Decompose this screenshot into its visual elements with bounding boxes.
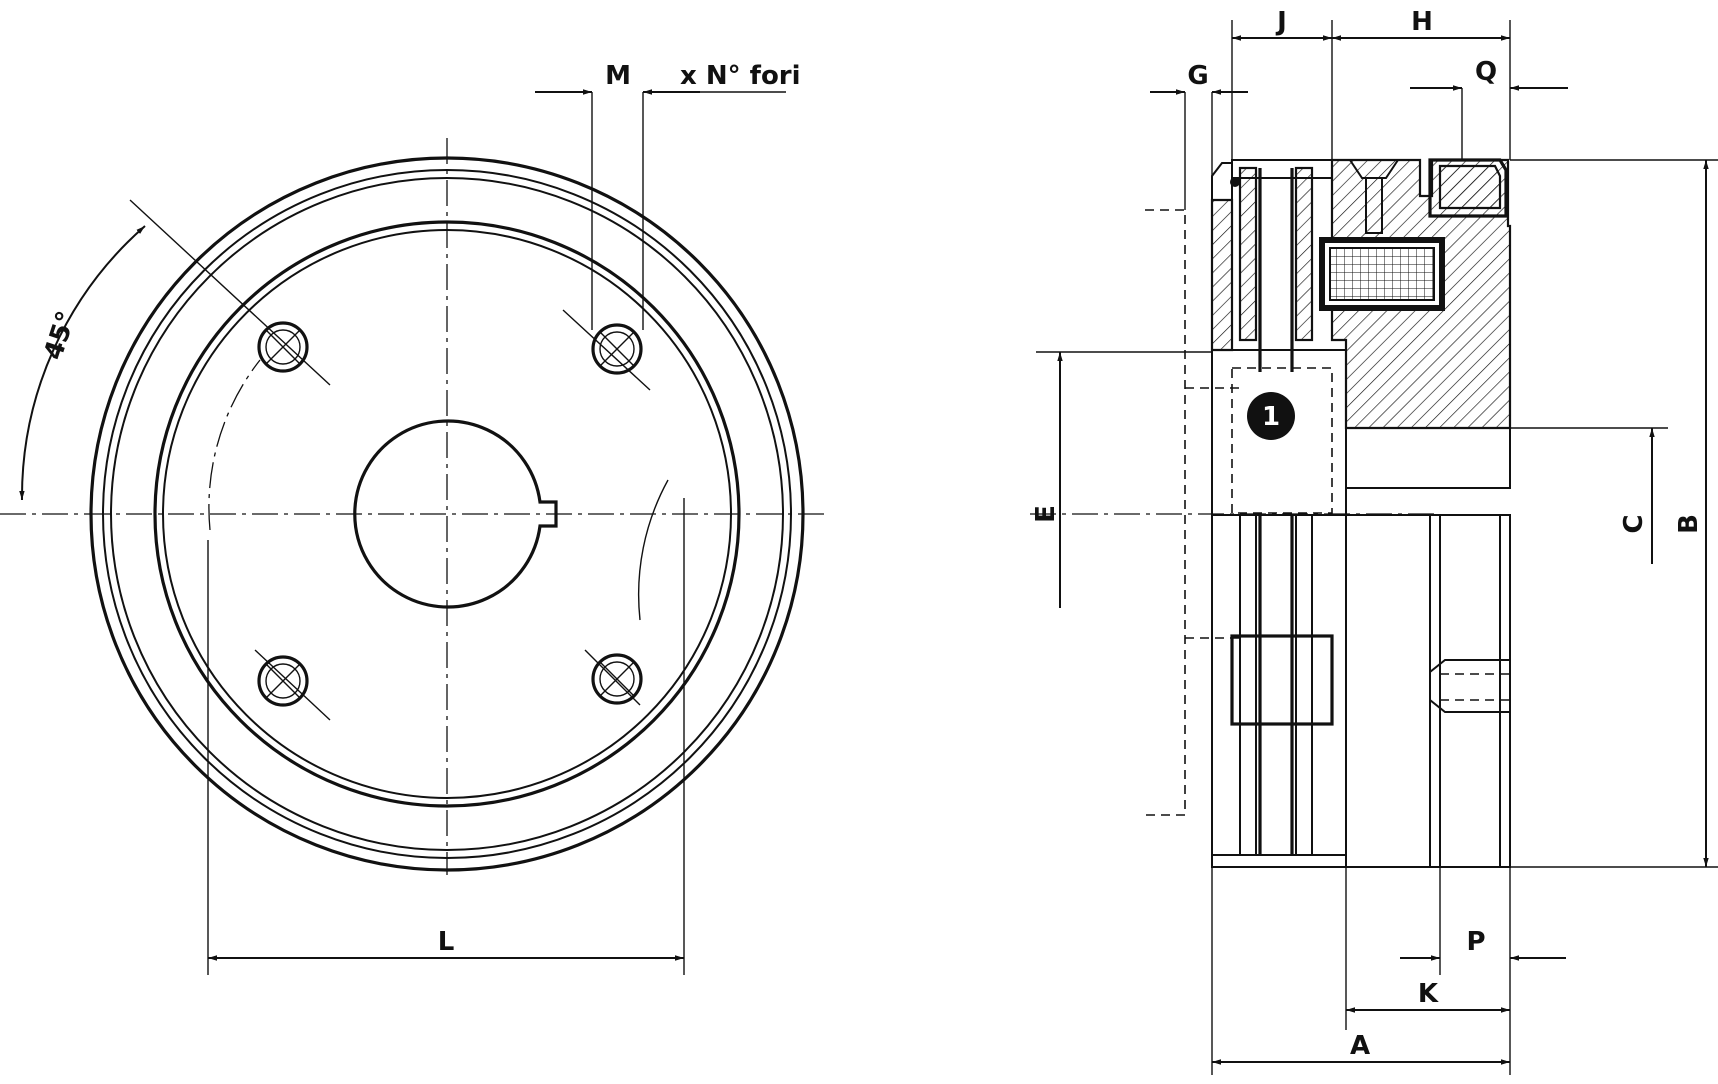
q-label: Q (1475, 57, 1497, 87)
armature-ring (1438, 164, 1502, 210)
angle-dimension-arc (19, 225, 146, 501)
magnet-bore-band (1345, 427, 1511, 489)
shaft-bore (353, 419, 558, 609)
inner-flange-ring (153, 220, 741, 808)
left-flange-section (1210, 198, 1234, 352)
item-1-label: 1 (1262, 402, 1280, 432)
g-label: G (1187, 61, 1208, 91)
m-label: M (605, 61, 631, 91)
friction-disc-2 (1294, 166, 1314, 342)
c-label: C (1619, 514, 1649, 533)
k-label: K (1418, 979, 1439, 1009)
bolt-circle-arc-left (208, 359, 261, 531)
front-view: 45° M x N° fori L (0, 61, 830, 975)
outer-rim-inner-edge (102, 169, 792, 859)
bolt-circle-arc-right (637, 479, 669, 621)
item-1-bubble (1247, 392, 1295, 440)
friction-disc-1 (1238, 166, 1258, 342)
inner-flange-edge (162, 229, 732, 799)
magnet-body-lower (1345, 514, 1511, 868)
hub-outline-dashed (1145, 209, 1186, 816)
coil-winding (1329, 247, 1435, 301)
e-label: E (1031, 505, 1061, 523)
countersunk-screw-head (1348, 159, 1400, 179)
bolt-hole-bottom-right (584, 649, 643, 706)
p-label: P (1466, 927, 1485, 957)
set-screw (1429, 659, 1511, 713)
h-label: H (1411, 7, 1433, 37)
outer-rim (89, 156, 805, 872)
bolt-hole-top-left (129, 199, 331, 386)
bolt-hole-top-right (562, 309, 651, 391)
l-label: L (438, 927, 455, 957)
angle-label: 45° (39, 308, 83, 364)
hub-key (1230, 634, 1334, 726)
b-label: B (1674, 514, 1704, 534)
side-section-view: 1 J H G (1030, 7, 1718, 1075)
screw-shank (1365, 177, 1383, 234)
hole-count-label: x N° fori (680, 61, 801, 91)
bolt-hole-bottom-left (254, 649, 331, 721)
seal-dot (1230, 177, 1240, 187)
rim-chamfer (110, 177, 784, 851)
a-label: A (1350, 1031, 1370, 1061)
j-label: J (1275, 7, 1287, 37)
